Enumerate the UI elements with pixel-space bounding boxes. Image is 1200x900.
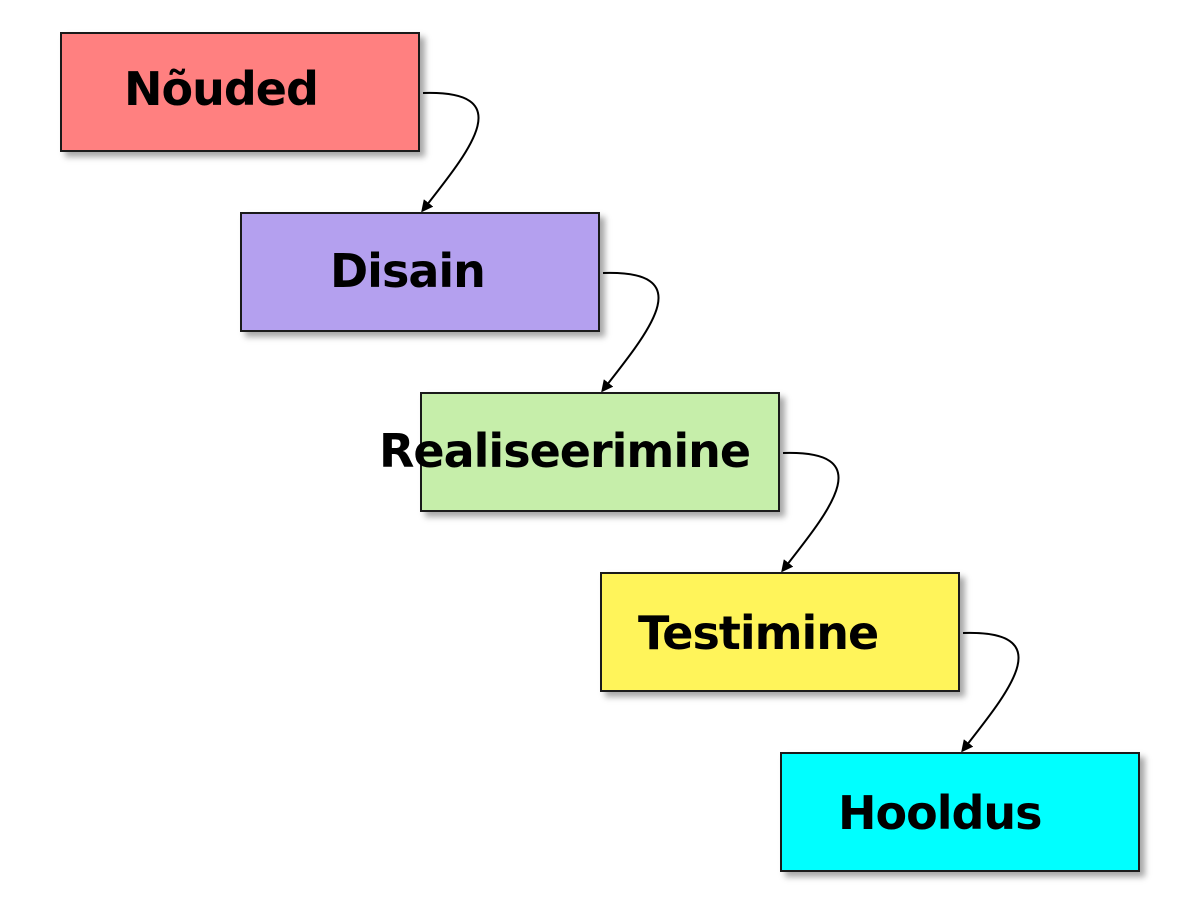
stage-box-nouded [60, 32, 420, 152]
stage-box-realiseerimine [420, 392, 780, 512]
stage-label-nouded: Nõuded [124, 62, 319, 116]
stage-box-disain [240, 212, 600, 332]
arrow-testimine-to-hooldus [961, 631, 1020, 753]
arrow-realiseerimine-to-testimine [781, 451, 840, 573]
stage-label-realiseerimine: Realiseerimine [379, 424, 751, 478]
stage-label-disain: Disain [330, 244, 486, 298]
stage-box-hooldus [780, 752, 1140, 872]
arrow-noud-to-disain [421, 91, 480, 213]
stage-label-hooldus: Hooldus [838, 786, 1043, 840]
arrow-disain-to-realiseerimine [601, 271, 660, 393]
stage-label-testimine: Testimine [638, 606, 879, 660]
stage-box-testimine [600, 572, 960, 692]
